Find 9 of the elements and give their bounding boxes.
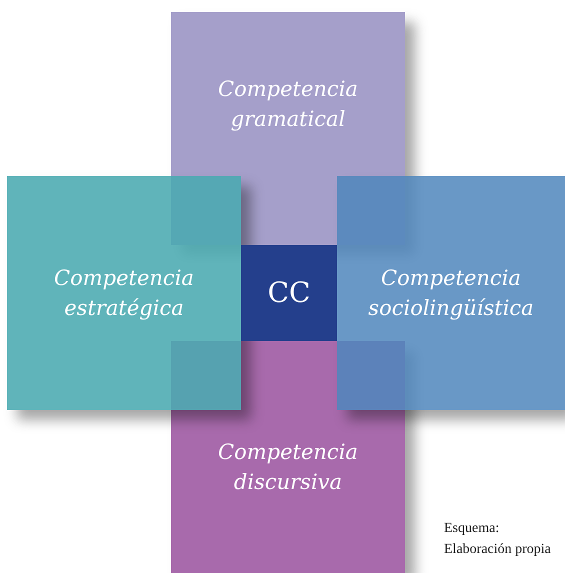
node-label: Competencia sociolingüística <box>367 265 535 322</box>
node-label: CC <box>268 278 310 308</box>
caption: Esquema: Elaboración propia <box>444 520 552 559</box>
color-block <box>7 176 241 410</box>
node-label: Competencia estratégica <box>53 265 195 322</box>
color-block <box>241 245 337 341</box>
color-block <box>337 176 565 410</box>
node-label: Competencia gramatical <box>217 76 359 133</box>
node-label: Competencia discursiva <box>217 439 359 496</box>
